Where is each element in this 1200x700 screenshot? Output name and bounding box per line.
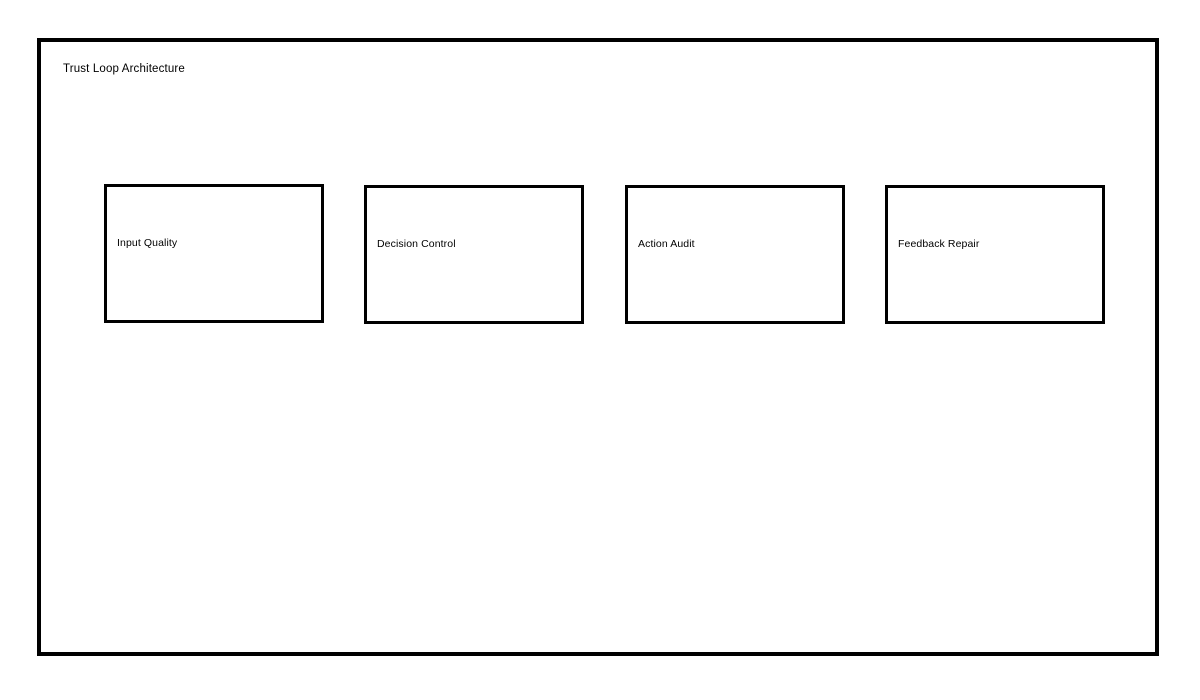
node-box-action-audit[interactable]: Action Audit bbox=[625, 185, 845, 324]
node-label: Action Audit bbox=[638, 238, 695, 250]
node-label: Feedback Repair bbox=[898, 238, 980, 250]
node-box-feedback-repair[interactable]: Feedback Repair bbox=[885, 185, 1105, 324]
node-label: Input Quality bbox=[117, 237, 178, 249]
diagram-title: Trust Loop Architecture bbox=[63, 63, 185, 75]
node-box-decision-control[interactable]: Decision Control bbox=[364, 185, 584, 324]
node-row: Input Quality Decision Control Action Au… bbox=[41, 42, 1155, 652]
node-box-input-quality[interactable]: Input Quality bbox=[104, 184, 324, 323]
diagram-frame: Trust Loop Architecture Input Quality De… bbox=[37, 38, 1159, 656]
node-label: Decision Control bbox=[377, 238, 456, 250]
